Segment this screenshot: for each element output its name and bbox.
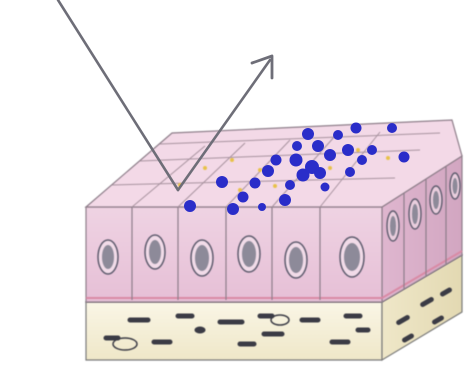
nucleus <box>145 235 165 269</box>
epithelial-cell-block <box>86 120 462 302</box>
epithelium-front-face <box>86 207 382 302</box>
nucleus <box>450 173 460 199</box>
nucleus <box>387 211 399 241</box>
incoming-light-arrow <box>58 0 178 190</box>
nucleus <box>430 186 442 214</box>
nucleus <box>191 240 213 276</box>
nucleus <box>340 237 364 277</box>
nucleus <box>409 199 421 229</box>
nucleus <box>285 242 307 278</box>
nucleus <box>238 236 260 272</box>
connective-front-face <box>86 302 382 360</box>
nucleus <box>98 240 118 274</box>
